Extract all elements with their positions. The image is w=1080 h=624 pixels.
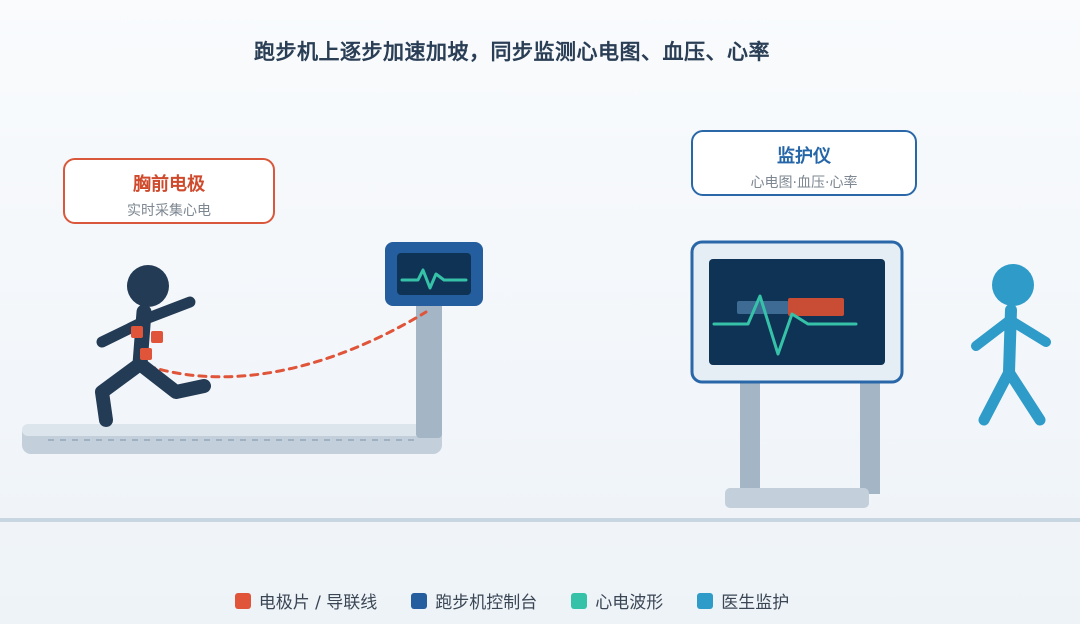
runner-leg-front [133, 357, 211, 399]
doctor-arm-right [1005, 315, 1051, 347]
treadmill-console-screen [397, 253, 471, 295]
legend-swatch [411, 592, 428, 609]
monitor-stand-left [740, 378, 760, 490]
monitor-stand-right [860, 378, 880, 494]
page-title: 跑步机上逐步加速加坡，同步监测心电图、血压、心率 [254, 40, 770, 64]
treadmill-belt-top [22, 424, 442, 436]
doctor-leg-right [1003, 366, 1046, 426]
electrode-pad [151, 331, 163, 343]
doctor-figure [971, 264, 1051, 426]
legend-item: 医生监护 [697, 588, 789, 613]
runner-arm-front [137, 296, 196, 326]
callout-electrode-subtitle: 实时采集心电 [127, 203, 211, 219]
callout-monitor-title: 监护仪 [777, 146, 831, 167]
runner-figure [95, 265, 211, 427]
callout-monitor-subtitle: 心电图·血压·心率 [750, 175, 858, 191]
legend-label: 医生监护 [721, 593, 790, 613]
doctor-head [992, 264, 1034, 306]
legend-item: 心电波形 [571, 588, 663, 613]
callout-electrode-title: 胸前电极 [133, 174, 205, 195]
runner-leg-back [95, 357, 147, 427]
legend-swatch [571, 592, 588, 609]
runner-head [127, 265, 169, 307]
legend-label: 电极片 / 导联线 [258, 593, 378, 613]
legend-swatch [234, 592, 251, 609]
monitor-ecg-wave [712, 294, 858, 356]
legend-item: 电极片 / 导联线 [234, 588, 378, 613]
lead-wire [146, 310, 428, 379]
legend-label: 跑步机控制台 [435, 593, 538, 613]
monitor-base [725, 488, 869, 508]
legend-item: 跑步机控制台 [411, 588, 537, 613]
doctor-arm-left [971, 315, 1015, 351]
ecg-monitor [690, 240, 904, 508]
treadmill-post [416, 300, 442, 438]
treadmill [22, 242, 483, 454]
electrode-pad [131, 326, 143, 338]
callout-chest-electrode: 胸前电极 实时采集心电 [63, 158, 275, 224]
runner-arm-back [96, 316, 149, 348]
callout-monitor: 监护仪 心电图·血压·心率 [691, 130, 917, 196]
doctor-leg-left [978, 366, 1015, 426]
console-ecg-wave [400, 268, 468, 290]
ground-line [0, 518, 1080, 522]
heart-rate-bar [788, 298, 844, 316]
legend-swatch [697, 592, 714, 609]
legend-label: 心电波形 [595, 593, 664, 613]
legend: 电极片 / 导联线 跑步机控制台 心电波形 医生监护 [0, 588, 1024, 613]
electrode-pad [140, 348, 152, 360]
